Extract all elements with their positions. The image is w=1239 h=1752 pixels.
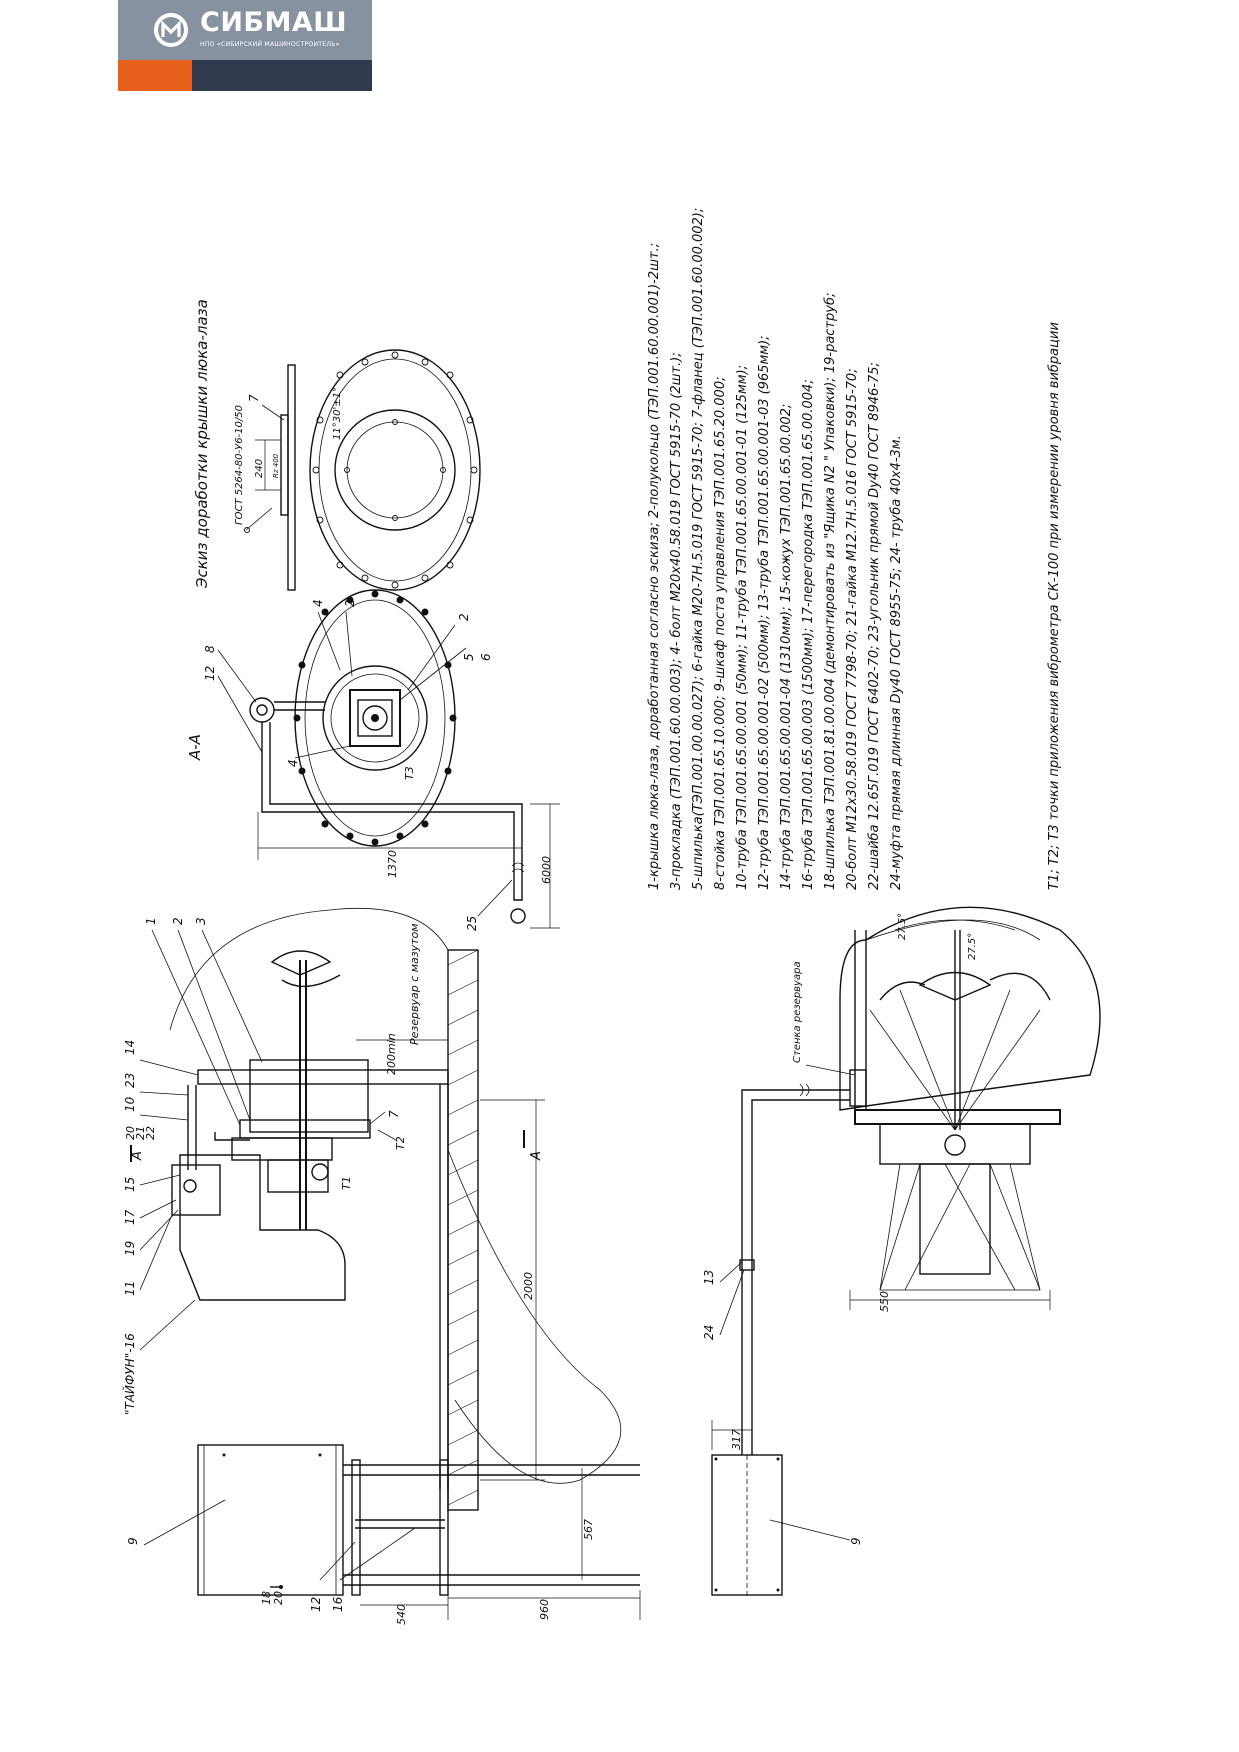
callout-main-23: 23: [123, 1073, 137, 1088]
section-a-a: А-А Т3: [186, 589, 560, 931]
callout-main-15: 15: [123, 1177, 137, 1192]
callout-section-4b: 4: [286, 759, 300, 767]
callout-main-16: 16: [331, 1596, 345, 1612]
legend-line-12: 24-муфта прямая длинная Dу40 ГОСТ 8955-7…: [889, 435, 904, 890]
legend-line-2: 3-прокладка (ТЭП.001.60.00.003); 4- болт…: [669, 352, 684, 890]
callout-section-5: 5: [462, 653, 476, 661]
lid-bolt-holes: [312, 351, 478, 589]
angle-2: 27.5°: [967, 933, 978, 960]
legend-line-11: 22-шайба 12.65Г.019 ГОСТ 6402-70; 23-уго…: [867, 362, 882, 890]
callout-main-12: 12: [309, 1597, 323, 1612]
callout-main-11: 11: [123, 1281, 137, 1296]
legend-line-9: 18-шпилька ТЭП.001.81.00.004 (демонтиров…: [823, 293, 838, 890]
legend-note: Т1; Т2; Т3 точки приложения виброметра С…: [1047, 322, 1062, 890]
point-t1: Т1: [340, 1176, 353, 1190]
callout-main-22: 22: [144, 1126, 157, 1140]
dim-550: 550: [878, 1291, 891, 1312]
legend-line-5: 10-труба ТЭП.001.65.00.001 (50мм); 11-тр…: [735, 365, 750, 890]
sketch-roughness: Rz 400: [272, 453, 280, 478]
section-mark-a-bottom: А: [529, 1151, 544, 1161]
sketch-dim-240: 240: [254, 459, 265, 478]
dim-200min: 200min: [385, 1033, 398, 1075]
wall-hatching: [447, 949, 479, 1506]
dim-2000: 2000: [522, 1272, 535, 1300]
callout-main-3: 3: [194, 917, 208, 925]
angle-1: 27.5°: [897, 913, 908, 940]
logo-name: СИБМАШ: [200, 7, 348, 38]
section-bolts: [293, 590, 457, 846]
logo-dark-bar: [192, 60, 372, 91]
callout-sketch-7: 7: [247, 394, 261, 402]
callout-section-2b: 2: [457, 613, 471, 621]
callout-main-20: 20: [124, 1126, 137, 1140]
lid-rework-sketch: Эскиз доработки крышки люка-лаза ГОСТ 52…: [193, 299, 481, 591]
logo-emblem-icon: [154, 13, 188, 47]
legend-line-6: 12-труба ТЭП.001.65.00.001-02 (500мм); 1…: [757, 335, 772, 890]
wall-label: Стенка резервуара: [792, 961, 803, 1063]
logo-tagline: НПО «СИБИРСКИЙ МАШИНОСТРОИТЕЛЬ»: [200, 41, 340, 48]
dim-960: 960: [538, 1599, 551, 1620]
legend-line-3: 5-шпилька(ТЭП.001.00.00.027); 6-гайка М2…: [691, 208, 706, 890]
sketch-gost: ГОСТ 5264-80-У6-10/50: [234, 405, 245, 525]
typhoon-label: "ТАЙФУН"-16: [122, 1333, 137, 1415]
dim-540: 540: [395, 1604, 408, 1625]
legend-line-8: 16-труба ТЭП.001.65.00.003 (1500мм); 17-…: [801, 379, 816, 890]
callout-section-8: 8: [203, 645, 217, 653]
point-t2: Т2: [394, 1136, 407, 1150]
logo-accent-bar: [118, 60, 192, 91]
callout-bottom-24: 24: [702, 1325, 716, 1340]
callout-section-25: 25: [465, 916, 479, 931]
callout-bottom-13: 13: [702, 1270, 716, 1285]
dim-1370: 1370: [386, 850, 399, 878]
dim-317: 317: [730, 1429, 743, 1450]
sketch-angle: 11°30'±1°: [332, 387, 343, 440]
logo-background: [118, 0, 372, 60]
callout-main-10: 10: [123, 1096, 137, 1112]
callout-main-1: 1: [144, 917, 158, 925]
dim-6000: 6000: [540, 856, 553, 884]
callout-main-17: 17: [123, 1209, 137, 1225]
dim-567: 567: [582, 1519, 595, 1540]
legend-line-1: 1-крышка люка-лаза, доработанная согласн…: [647, 243, 662, 890]
callout-section-6: 6: [479, 653, 493, 661]
callout-section-12: 12: [203, 666, 217, 681]
callout-main-21: 21: [134, 1126, 147, 1140]
bottom-view: 317 Стенка резервуара 27.5° 27.5° 550: [702, 906, 1101, 1596]
reservoir-label: Резервуар с мазутом: [408, 923, 421, 1045]
callout-bottom-9: 9: [849, 1537, 863, 1545]
callout-main-2: 2: [171, 917, 185, 925]
callout-section-2a: 2: [343, 599, 357, 607]
callout-main-19: 19: [123, 1241, 137, 1256]
callout-main-9: 9: [126, 1537, 140, 1545]
callout-section-4a: 4: [311, 599, 325, 607]
specification-legend: 1-крышка люка-лаза, доработанная согласн…: [647, 208, 1062, 890]
point-t3: Т3: [403, 766, 416, 780]
legend-line-10: 20-болт М12х30.58.019 ГОСТ 7798-70; 21-г…: [845, 368, 860, 890]
section-label-a-a: А-А: [186, 734, 204, 761]
callout-main-20b: 20: [272, 1591, 285, 1605]
sketch-title: Эскиз доработки крышки люка-лаза: [193, 299, 211, 589]
legend-line-4: 8-стойка ТЭП.001.65.10.000; 9-шкаф поста…: [713, 377, 728, 890]
company-logo: СИБМАШ НПО «СИБИРСКИЙ МАШИНОСТРОИТЕЛЬ»: [118, 0, 372, 91]
legend-line-7: 14-труба ТЭП.001.65.00.001-04 (1310мм); …: [779, 404, 794, 890]
main-installation-view: Т1 Т2 А А 200min 2000 Резервуар с мазуто…: [122, 907, 641, 1625]
callout-main-18: 18: [260, 1591, 273, 1605]
section-mark-a-top: А: [130, 1151, 145, 1161]
callout-main-14: 14: [123, 1040, 137, 1055]
callout-main-7: 7: [387, 1110, 401, 1118]
